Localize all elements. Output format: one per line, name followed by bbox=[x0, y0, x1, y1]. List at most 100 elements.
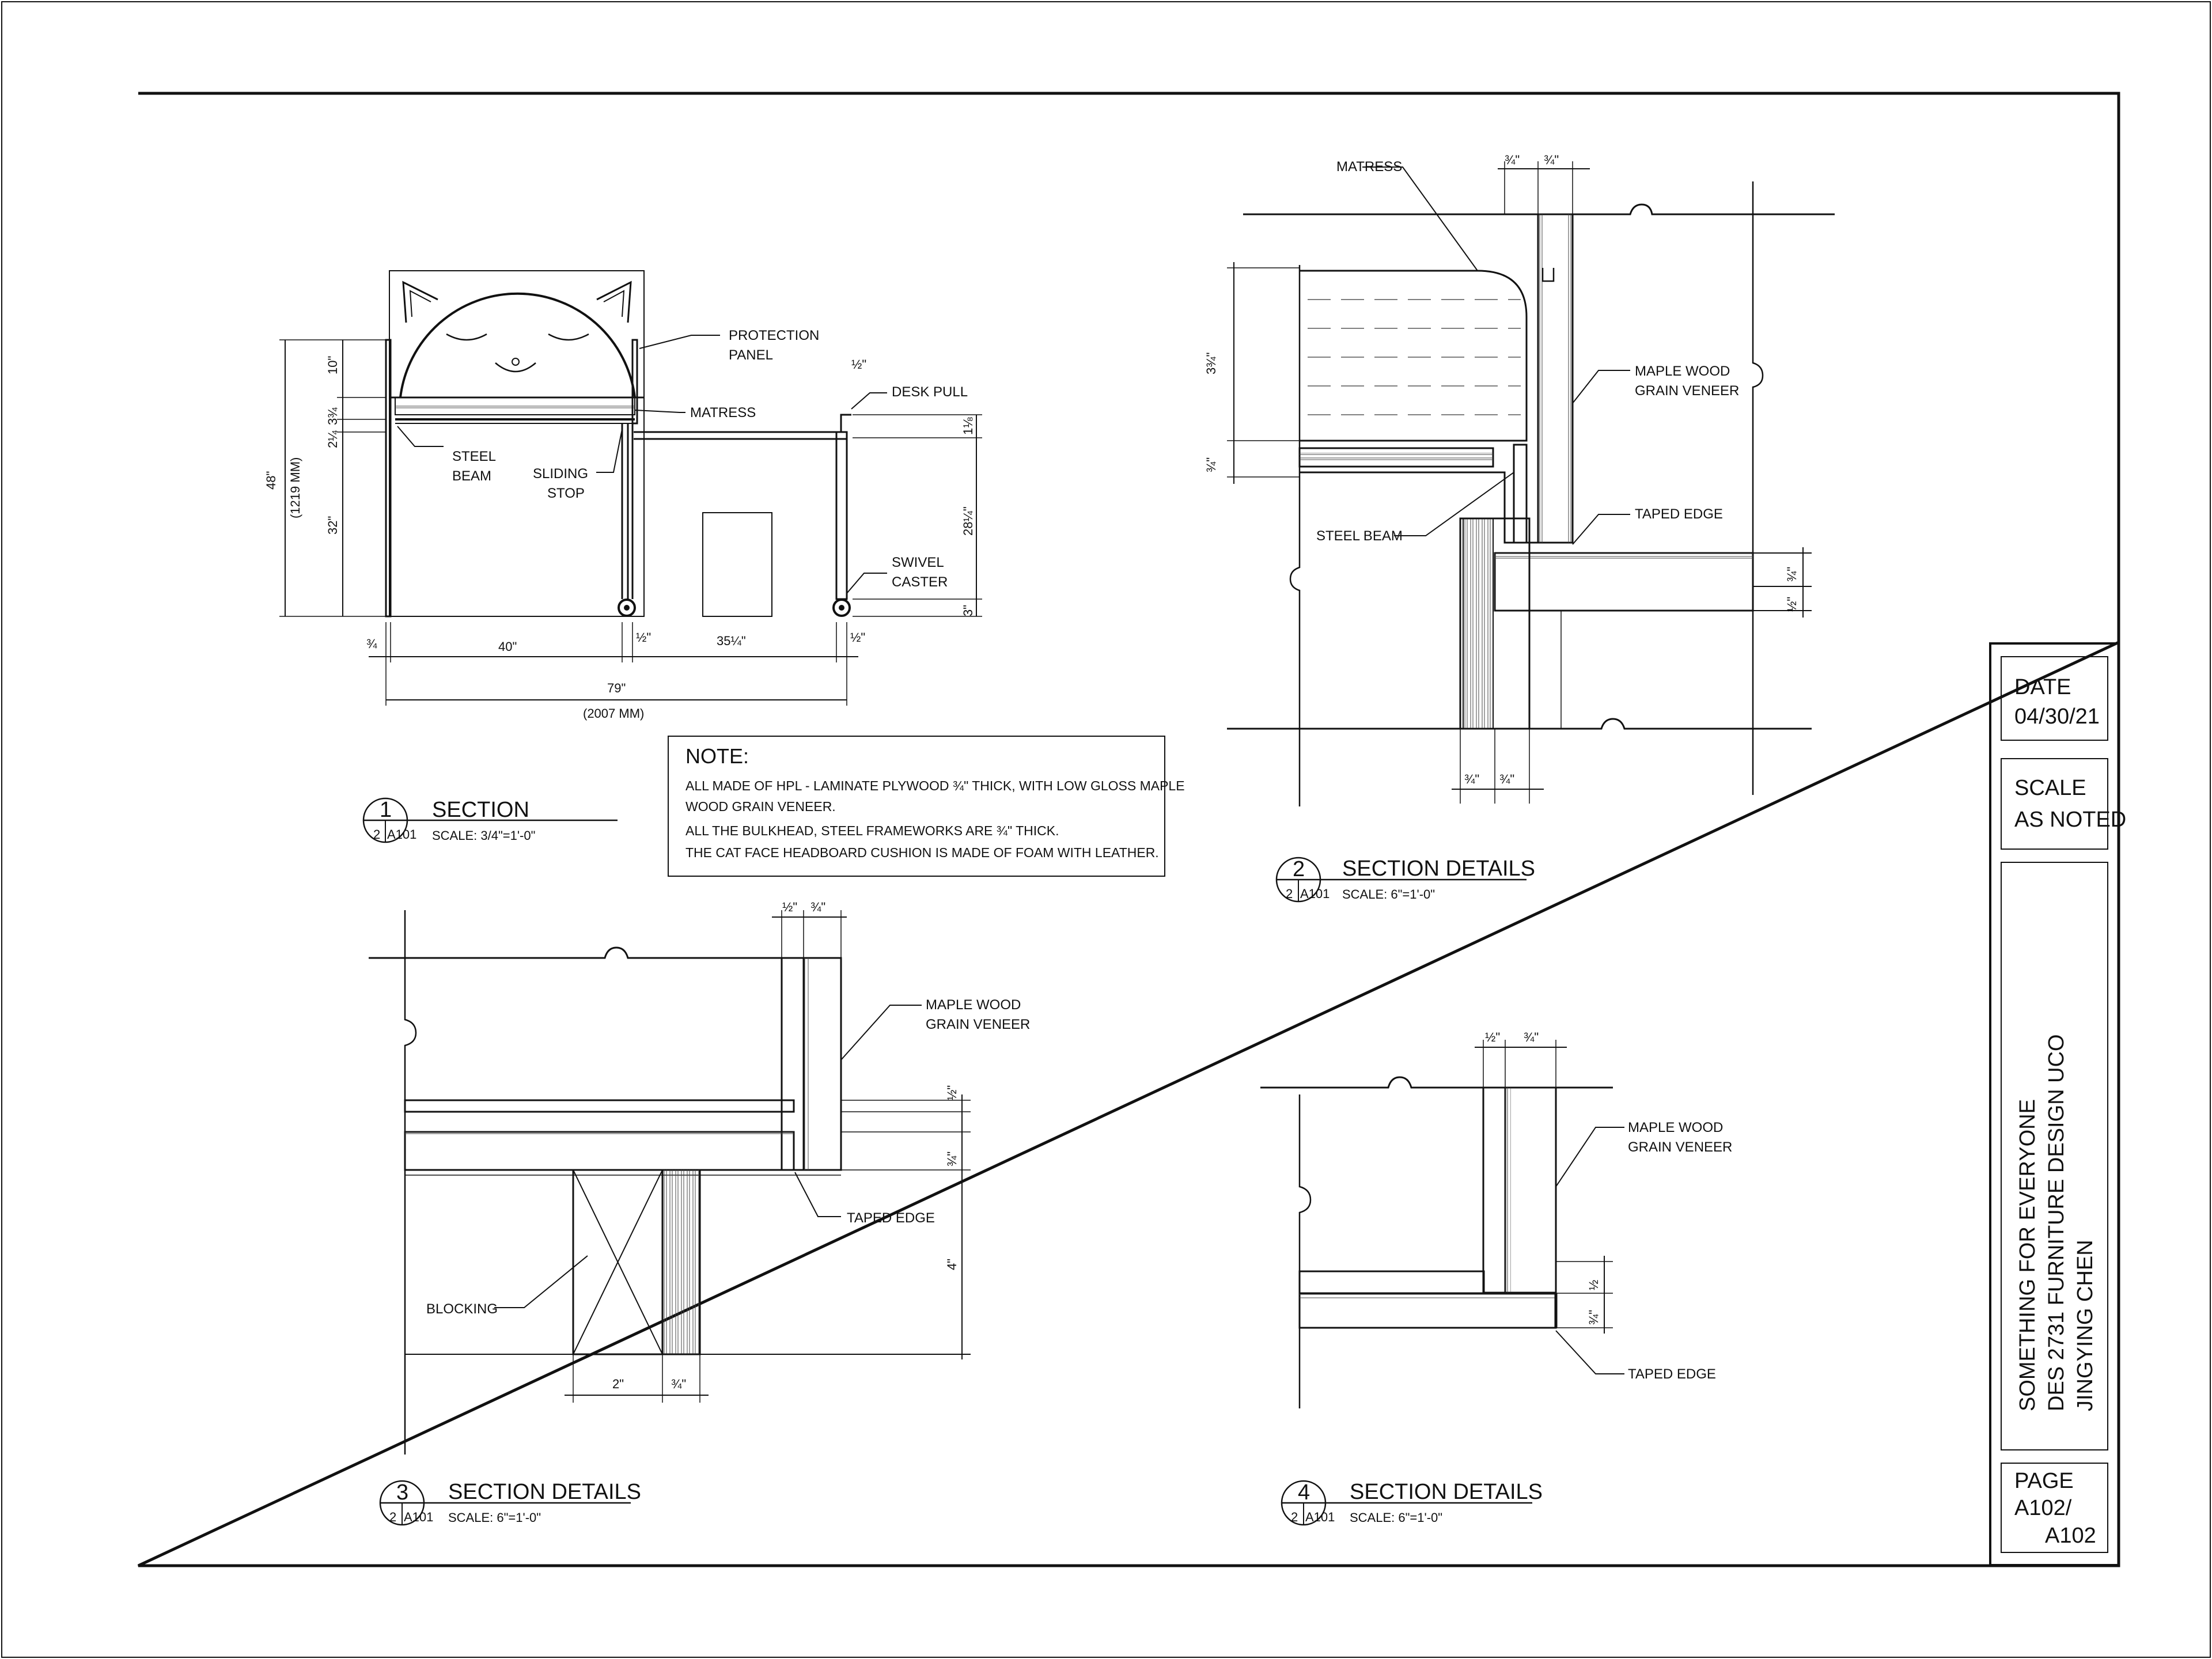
s3-label-taped-edge: TAPED EDGE bbox=[847, 1210, 935, 1226]
note-line-1: ALL MADE OF HPL - LAMINATE PLYWOOD ¾" TH… bbox=[685, 778, 1185, 793]
s4-label-maple-2: GRAIN VENEER bbox=[1628, 1139, 1732, 1155]
section3-top-shelf bbox=[404, 1099, 795, 1113]
section-3-labels: MAPLE WOOD GRAIN VENEER TAPED EDGE BLOCK… bbox=[426, 900, 1030, 1391]
label-matress: MATRESS bbox=[690, 405, 756, 421]
caster-right bbox=[832, 599, 851, 617]
s3-dim-top-b: ¾" bbox=[810, 900, 825, 914]
section2-deck bbox=[1494, 552, 1754, 612]
section3-deck bbox=[404, 1131, 795, 1171]
note-box: NOTE: ALL MADE OF HPL - LAMINATE PLYWOOD… bbox=[668, 736, 1185, 877]
s3-dim-bot-b: ¾" bbox=[671, 1377, 686, 1391]
dim-1219mm: (1219 MM) bbox=[288, 457, 302, 518]
s2-dim-top-a: ¾" bbox=[1505, 153, 1520, 167]
dim-28q: 28¼" bbox=[961, 506, 975, 536]
label-protection-panel-1: PROTECTION bbox=[729, 328, 819, 343]
s4-dim-top-b: ¾" bbox=[1524, 1030, 1539, 1044]
tb-scale-label: SCALE bbox=[2014, 776, 2086, 800]
tb-scale-cell bbox=[2001, 758, 2108, 850]
dim-40: 40" bbox=[498, 639, 517, 654]
bubble-1-num: 1 bbox=[380, 798, 392, 822]
cat-eye-left bbox=[446, 333, 487, 341]
label-swivel-caster-1: SWIVEL bbox=[892, 555, 944, 570]
dim-3: 3" bbox=[961, 605, 975, 616]
tb-project-3: JINGYING CHEN bbox=[2073, 1240, 2097, 1411]
bubble-3-sheet-num: 2 bbox=[389, 1510, 396, 1524]
s2-label-maple-1: MAPLE WOOD bbox=[1635, 363, 1730, 379]
bubble-4-num: 4 bbox=[1298, 1480, 1310, 1505]
dim-half-mid: ½" bbox=[636, 630, 651, 645]
label-sliding-stop-2: STOP bbox=[547, 486, 585, 501]
section-3-title-text: SECTION DETAILS bbox=[448, 1480, 641, 1504]
dim-35q: 35¼" bbox=[717, 634, 746, 648]
s4-label-maple-1: MAPLE WOOD bbox=[1628, 1120, 1723, 1135]
dim-3q-left: ¾ bbox=[366, 637, 377, 651]
s3-dim-right-a: ½" bbox=[945, 1085, 959, 1100]
dim-79: 79" bbox=[607, 681, 626, 695]
tb-date-label: DATE bbox=[2014, 675, 2071, 699]
s3-label-maple-2: GRAIN VENEER bbox=[926, 1017, 1030, 1032]
s3-label-blocking: BLOCKING bbox=[426, 1301, 498, 1317]
s3-label-maple-1: MAPLE WOOD bbox=[926, 997, 1021, 1013]
title-block: DATE 04/30/21 SCALE AS NOTED SOMETHING F… bbox=[1989, 642, 2126, 1566]
section-3-title: 3 2 A101 SECTION DETAILS SCALE: 6"=1'-0" bbox=[379, 1480, 641, 1526]
section2-matress bbox=[1300, 270, 1528, 442]
dim-2-1q: 2¼ bbox=[325, 430, 340, 448]
s2-dim-top-b: ¾" bbox=[1544, 153, 1559, 167]
s4-dim-top-a: ½" bbox=[1485, 1030, 1500, 1044]
cat-ear-left bbox=[402, 281, 438, 323]
bubble-4-sheet-num: 2 bbox=[1291, 1510, 1298, 1524]
bubble-4-sheet: A101 bbox=[1305, 1510, 1335, 1524]
section-2-title: 2 2 A101 SECTION DETAILS SCALE: 6"=1'-0" bbox=[1275, 857, 1535, 903]
s2-label-steel-beam: STEEL BEAM bbox=[1316, 528, 1403, 544]
cat-face-outline bbox=[399, 292, 636, 398]
bubble-3-sheet: A101 bbox=[404, 1510, 433, 1524]
label-protection-panel-2: PANEL bbox=[729, 347, 773, 363]
section-1-scale: SCALE: 3/4"=1'-0" bbox=[432, 828, 535, 843]
note-line-3: ALL THE BULKHEAD, STEEL FRAMEWORKS ARE ¾… bbox=[685, 823, 1059, 838]
section-1-title-text: SECTION bbox=[432, 798, 529, 822]
section-4-scale: SCALE: 6"=1'-0" bbox=[1350, 1510, 1442, 1525]
section-2-title-text: SECTION DETAILS bbox=[1342, 857, 1535, 881]
tb-page-value-2: A102 bbox=[2045, 1524, 2096, 1548]
s3-dim-bot-a: 2" bbox=[612, 1377, 624, 1391]
s2-dim-right-a: ¾" bbox=[1785, 567, 1799, 582]
bubble-1-sheet-num: 2 bbox=[373, 827, 380, 842]
tb-page-value-1: A102/ bbox=[2014, 1496, 2072, 1520]
section-1-labels: PROTECTION PANEL MATRESS DESK PULL STEEL… bbox=[264, 328, 975, 721]
s2-label-maple-2: GRAIN VENEER bbox=[1635, 383, 1739, 399]
bubble-2-num: 2 bbox=[1293, 857, 1305, 881]
dim-1-1e: 1⅛ bbox=[961, 417, 975, 435]
desk-drawer bbox=[702, 512, 772, 617]
section-2-scale: SCALE: 6"=1'-0" bbox=[1342, 887, 1435, 902]
bubble-2-sheet: A101 bbox=[1300, 887, 1330, 901]
section-1-title: 1 2 A101 SECTION SCALE: 3/4"=1'-0" bbox=[362, 797, 618, 843]
tb-project-1: SOMETHING FOR EVERYONE bbox=[2016, 1099, 2040, 1411]
bubble-3-num: 3 bbox=[396, 1480, 408, 1505]
section-1-drawing bbox=[279, 270, 982, 706]
tb-page-label: PAGE bbox=[2014, 1469, 2074, 1493]
bed-left-panel bbox=[385, 339, 392, 618]
bubble-2-sheet-num: 2 bbox=[1286, 887, 1293, 901]
note-line-4: THE CAT FACE HEADBOARD CUSHION IS MADE O… bbox=[685, 845, 1159, 860]
tb-date-cell bbox=[2001, 656, 2108, 741]
section-4-title: 4 2 A101 SECTION DETAILS SCALE: 6"=1'-0" bbox=[1281, 1480, 1543, 1526]
s4-dim-right-a: ½ bbox=[1586, 1280, 1601, 1290]
s2-dim-left-small: ¾" bbox=[1204, 457, 1218, 472]
dim-half-top: ½" bbox=[851, 357, 866, 372]
section-3-drawing bbox=[369, 910, 971, 1455]
s2-dim-bot-b: ¾" bbox=[1499, 772, 1514, 786]
section4-vertical-panel-inner bbox=[1482, 1086, 1506, 1294]
tb-page-cell bbox=[2001, 1463, 2108, 1553]
section-4-drawing bbox=[1260, 1040, 1624, 1408]
note-heading: NOTE: bbox=[685, 744, 749, 768]
s3-dim-right-c: 4" bbox=[945, 1259, 959, 1270]
dim-2007mm: (2007 MM) bbox=[583, 706, 644, 721]
dim-48: 48" bbox=[264, 471, 278, 490]
desk-pull bbox=[840, 414, 851, 432]
note-line-2: WOOD GRAIN VENEER. bbox=[685, 799, 836, 814]
s3-dim-right-b: ¾" bbox=[945, 1152, 959, 1166]
bubble-1-sheet: A101 bbox=[387, 827, 416, 842]
dim-10: 10" bbox=[325, 356, 340, 374]
